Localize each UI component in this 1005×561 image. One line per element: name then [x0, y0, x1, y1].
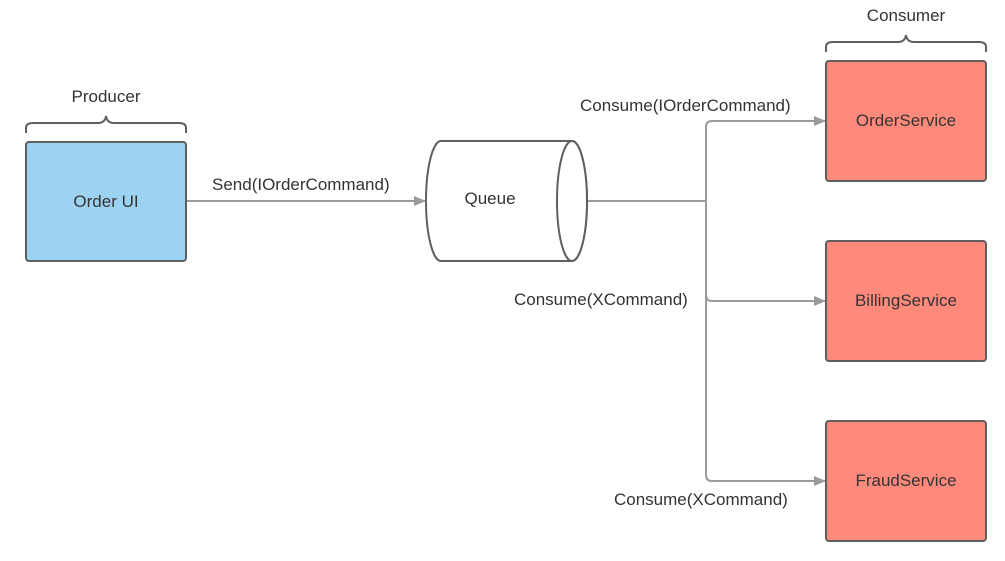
consume-fraud-edge-label: Consume(XCommand): [614, 490, 788, 509]
fraud-service-label: FraudService: [855, 471, 957, 490]
consume-billing-edge-label: Consume(XCommand): [514, 290, 688, 309]
fraud-service-node[interactable]: FraudService: [825, 420, 987, 542]
billing-service-node[interactable]: BillingService: [825, 240, 987, 362]
consume-order-arrow: [705, 116, 826, 201]
queue-cylinder: [425, 140, 588, 262]
consumer-label: Consumer: [866, 6, 946, 25]
billing-service-label: BillingService: [854, 291, 958, 310]
consume-billing-arrow: [705, 201, 826, 306]
send-edge-label: Send(IOrderCommand): [212, 175, 390, 194]
order-service-node[interactable]: OrderService: [825, 60, 987, 182]
consume-order-edge-label: Consume(IOrderCommand): [580, 96, 791, 115]
producer-label: Producer: [71, 87, 141, 106]
producer-brace: [25, 115, 187, 133]
order-ui-node[interactable]: Order UI: [25, 141, 187, 262]
queue-label: Queue: [464, 189, 516, 208]
consume-fraud-arrow: [705, 201, 826, 486]
consumer-brace: [825, 34, 987, 52]
order-service-label: OrderService: [855, 111, 957, 130]
order-ui-label: Order UI: [73, 191, 139, 211]
